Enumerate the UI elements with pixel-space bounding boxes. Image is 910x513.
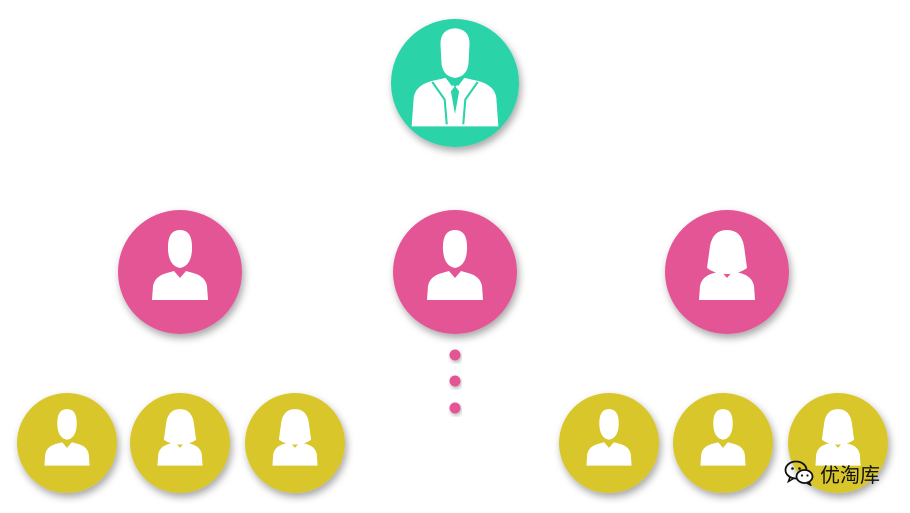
node-circle xyxy=(118,210,242,334)
male-user-icon xyxy=(586,409,632,466)
node-circle xyxy=(673,393,773,493)
female-user-icon xyxy=(272,409,318,466)
female-user-icon xyxy=(815,409,861,466)
watermark: 优淘库 xyxy=(784,458,880,488)
node-l1 xyxy=(17,393,117,493)
node-m2 xyxy=(393,210,517,334)
male-user-icon xyxy=(427,230,483,300)
male-user-icon xyxy=(152,230,208,300)
node-root xyxy=(391,19,519,147)
female-user-icon xyxy=(157,409,203,466)
node-m1 xyxy=(118,210,242,334)
ellipsis-dot-2 xyxy=(449,375,461,387)
node-r1 xyxy=(559,393,659,493)
businessman-icon xyxy=(411,28,499,127)
node-r3 xyxy=(788,393,888,493)
node-m3 xyxy=(665,210,789,334)
ellipsis-dot-1 xyxy=(449,349,461,361)
node-r2 xyxy=(673,393,773,493)
female-user-icon xyxy=(699,230,755,300)
node-l3 xyxy=(245,393,345,493)
node-circle xyxy=(393,210,517,334)
node-l2 xyxy=(130,393,230,493)
ellipsis-dot-3 xyxy=(449,402,461,414)
male-user-icon xyxy=(44,409,90,466)
node-circle xyxy=(559,393,659,493)
node-circle xyxy=(17,393,117,493)
ellipsis-dots xyxy=(449,349,461,414)
watermark-text: 优淘库 xyxy=(820,462,880,487)
male-user-icon xyxy=(700,409,746,466)
nodes xyxy=(17,19,888,493)
connectors xyxy=(64,147,841,397)
wechat-icon xyxy=(784,460,814,486)
